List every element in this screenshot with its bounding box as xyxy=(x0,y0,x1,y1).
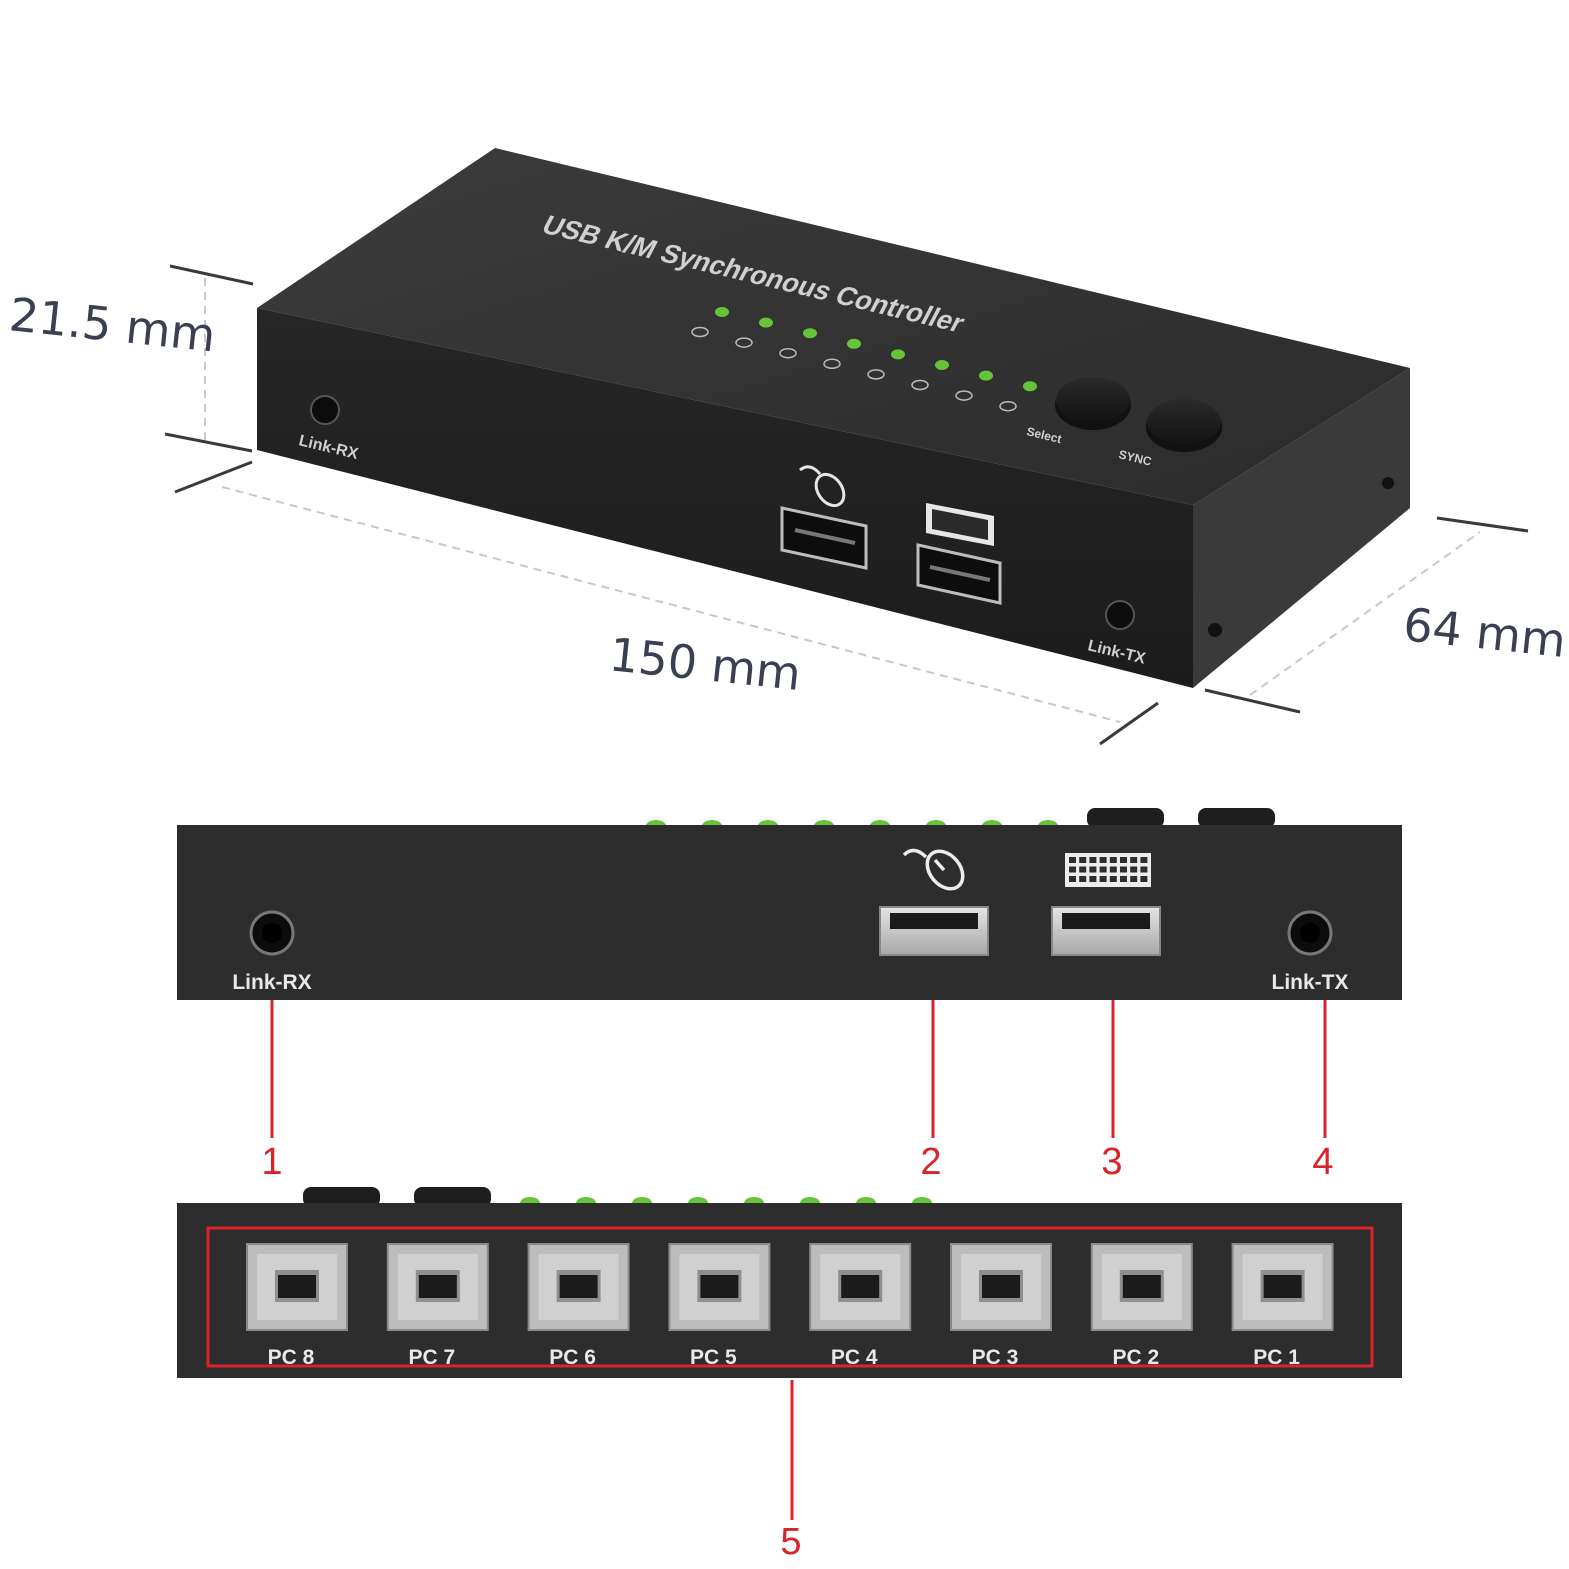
depth-dimension: 64 mm xyxy=(1401,597,1569,668)
pc-port-label: PC 3 xyxy=(972,1346,1019,1369)
height-dimension: 21.5 mm xyxy=(7,287,218,362)
pc-port-label: PC 5 xyxy=(690,1346,737,1369)
status-led xyxy=(715,307,729,317)
dimension-lines xyxy=(164,264,1529,746)
usb-b-port-pc-7: PC 7 xyxy=(386,1243,489,1369)
keyboard-icon xyxy=(926,503,994,546)
pc-port-label: PC 1 xyxy=(1253,1346,1300,1369)
select-button xyxy=(1055,377,1131,430)
led-row xyxy=(691,307,1037,412)
link-tx-jack xyxy=(1105,600,1135,630)
led-number-mark xyxy=(867,369,885,380)
usb-b-port-pc-5: PC 5 xyxy=(668,1243,771,1369)
front-link-rx-label: Link-RX xyxy=(232,971,311,994)
status-led xyxy=(891,349,905,360)
front-keyboard-icon xyxy=(1065,853,1151,887)
pc-port-label: PC 6 xyxy=(549,1346,596,1369)
usb-b-port-pc-8: PC 8 xyxy=(246,1243,348,1369)
side-screw xyxy=(1208,623,1222,637)
status-led xyxy=(935,360,949,370)
rear-panel-view: PC 8 PC 7 PC 6 PC 5 PC 4 PC 3 PC 2 PC 1 xyxy=(177,1187,1402,1378)
callout-5: 5 xyxy=(780,1521,801,1563)
usb-b-port-pc-3: PC 3 xyxy=(950,1243,1052,1369)
rear-button-top xyxy=(303,1187,380,1207)
usb-b-port-pc-6: PC 6 xyxy=(527,1243,630,1369)
pc-port-label: PC 8 xyxy=(268,1346,315,1369)
front-mouse-icon xyxy=(902,848,965,891)
led-number-mark xyxy=(823,358,841,370)
led-number-mark xyxy=(779,347,797,359)
callout-2: 2 xyxy=(920,1141,941,1183)
status-led xyxy=(847,338,861,349)
pc-port-label: PC 2 xyxy=(1112,1346,1159,1369)
status-led xyxy=(979,370,993,381)
link-rx-jack xyxy=(310,395,340,425)
rear-button-top xyxy=(414,1187,491,1207)
usb-b-port-pc-4: PC 4 xyxy=(809,1243,912,1369)
callout-3: 3 xyxy=(1101,1141,1122,1183)
pc-port-row: PC 8 PC 7 PC 6 PC 5 PC 4 PC 3 PC 2 PC 1 xyxy=(246,1243,1334,1369)
usb-b-port-pc-1: PC 1 xyxy=(1231,1243,1334,1369)
length-dimension: 150 mm xyxy=(607,627,804,701)
isometric-view: USB K/M Synchronous Controller Select SY… xyxy=(7,148,1569,746)
front-link-tx-label: Link-TX xyxy=(1272,971,1349,994)
usb-b-port-pc-2: PC 2 xyxy=(1090,1243,1193,1369)
sync-button-top xyxy=(1198,808,1275,828)
led-number-mark xyxy=(911,379,929,391)
pc-port-label: PC 7 xyxy=(408,1346,455,1369)
front-panel-view: Link-RX Link-TX xyxy=(177,808,1402,1000)
front-panel-body xyxy=(177,825,1402,1000)
mouse-usb-port xyxy=(879,906,989,956)
callout-lines xyxy=(270,1000,1327,1520)
callout-1: 1 xyxy=(261,1141,282,1183)
keyboard-usb-port xyxy=(1051,906,1161,956)
rear-panel-body xyxy=(177,1203,1402,1378)
led-number-mark xyxy=(691,326,709,338)
dimension-guides xyxy=(204,278,1481,723)
led-number-mark xyxy=(735,337,753,348)
iso-keyboard-usb-port xyxy=(916,543,1002,605)
side-screw xyxy=(1382,477,1394,489)
pc-port-label: PC 4 xyxy=(831,1346,878,1369)
device-side-face xyxy=(1193,368,1410,688)
callout-4: 4 xyxy=(1312,1141,1333,1183)
mouse-icon xyxy=(799,465,846,508)
sync-button xyxy=(1146,399,1222,452)
status-led xyxy=(759,317,773,328)
status-led xyxy=(1023,381,1037,392)
status-led xyxy=(803,328,817,339)
pc-ports-highlight xyxy=(206,1226,1374,1368)
led-number-mark xyxy=(955,390,973,401)
iso-mouse-usb-port xyxy=(780,506,868,570)
select-button-top xyxy=(1087,808,1164,828)
led-number-mark xyxy=(999,400,1017,412)
